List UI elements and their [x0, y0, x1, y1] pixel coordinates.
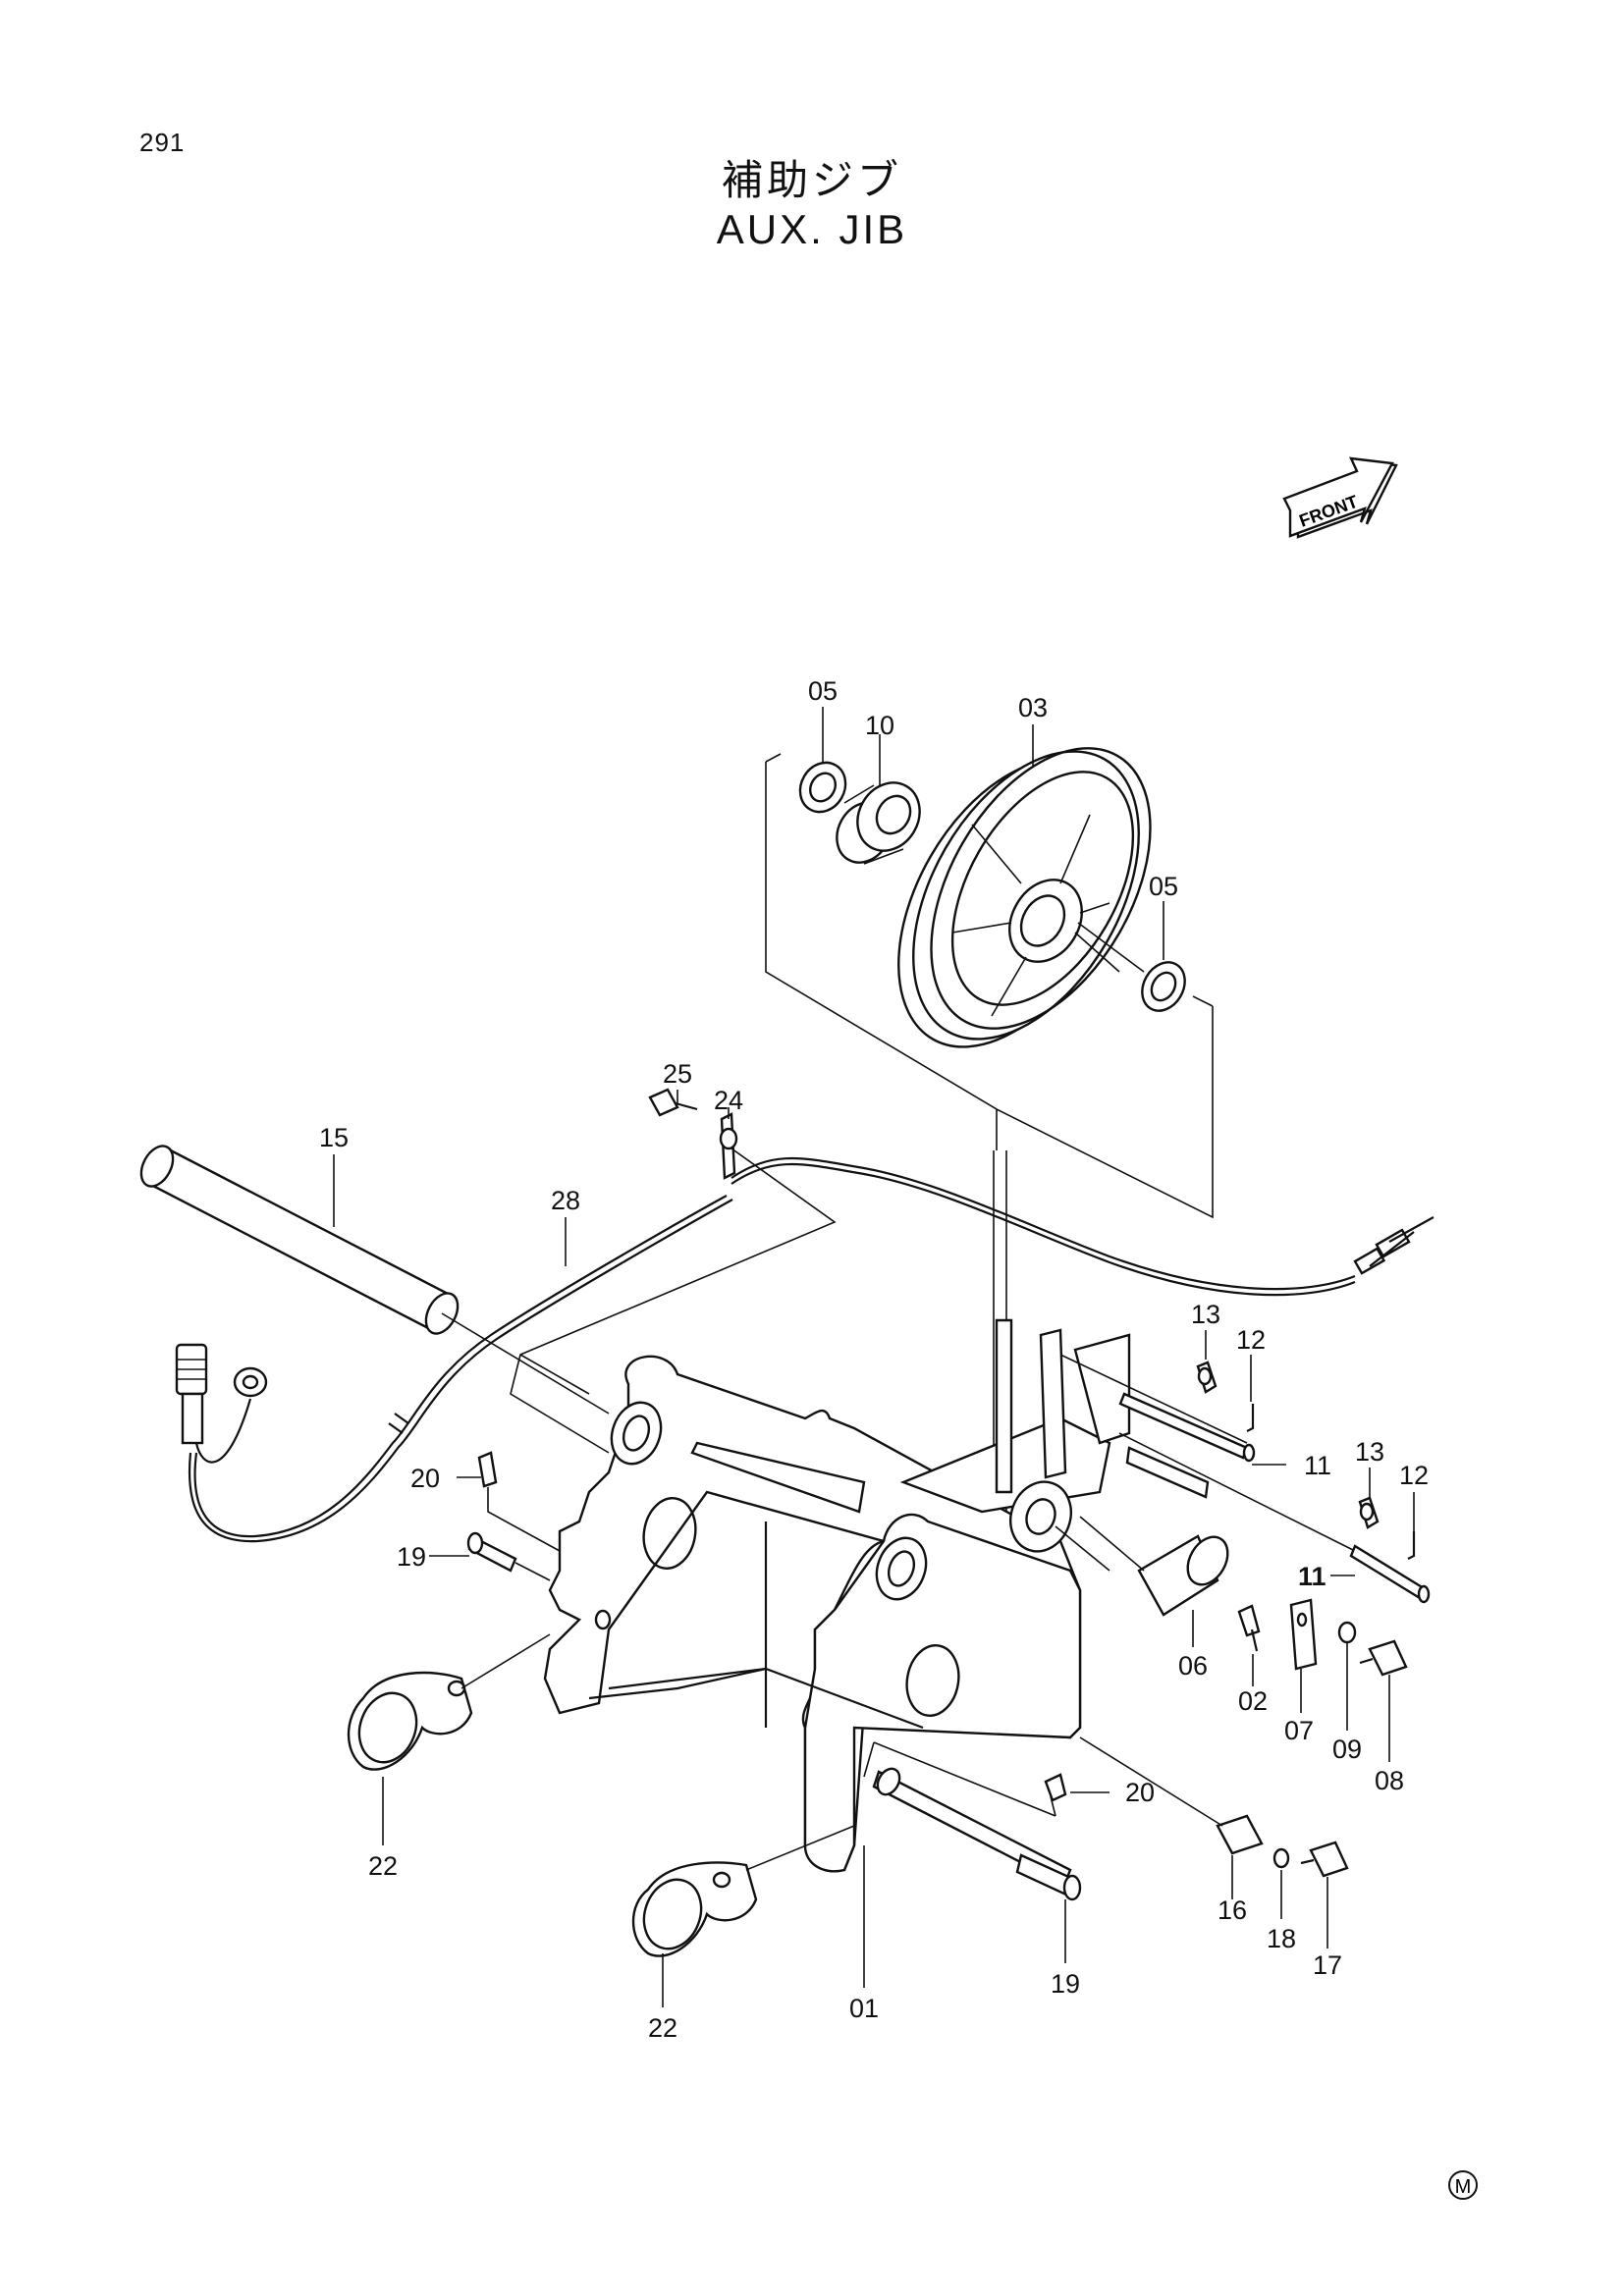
- callout-11: 11: [1304, 1451, 1331, 1480]
- callout-17: 17: [1313, 1950, 1342, 1980]
- callout-10: 10: [865, 711, 894, 740]
- footer-mark-label: M: [1455, 2176, 1472, 2198]
- callout-18: 18: [1267, 1924, 1296, 1953]
- page-number: 291: [139, 128, 186, 157]
- footer-mark: M: [1448, 2170, 1478, 2200]
- page-title-english: AUX. JIB: [716, 206, 908, 252]
- pin-rod: [139, 1145, 610, 1415]
- callout-08: 08: [1375, 1766, 1404, 1795]
- main-bracket: [543, 1318, 1356, 1873]
- bolt-and-clamp: [510, 1088, 837, 1454]
- callout-19: 19: [397, 1542, 426, 1572]
- sensor-and-fasteners: [1079, 1516, 1408, 1677]
- callout-03: 03: [1018, 693, 1048, 722]
- callout-02: 02: [1238, 1686, 1268, 1716]
- callout-19: 19: [1051, 1969, 1080, 1999]
- callout-13: 13: [1355, 1437, 1384, 1467]
- sensor-cable: [175, 1156, 1435, 1543]
- callout-12: 12: [1236, 1325, 1266, 1355]
- sheave-assembly: [765, 747, 1214, 1517]
- callout-12: 12: [1399, 1461, 1429, 1490]
- callout-22: 22: [648, 2013, 677, 2043]
- callout-22: 22: [368, 1851, 398, 1881]
- callout-16: 16: [1218, 1896, 1247, 1925]
- callout-05: 05: [1149, 872, 1178, 901]
- front-arrow-icon: FRONT: [1282, 456, 1398, 539]
- callout-25: 25: [663, 1059, 692, 1089]
- lower-parts: [347, 1451, 1349, 1957]
- callout-11: 11: [1298, 1562, 1326, 1591]
- callout-13: 13: [1191, 1300, 1220, 1329]
- callout-09: 09: [1332, 1735, 1362, 1764]
- callout-07: 07: [1284, 1716, 1314, 1745]
- callout-01: 01: [849, 1994, 879, 2023]
- callout-28: 28: [551, 1186, 580, 1215]
- callout-05: 05: [808, 676, 838, 706]
- pins-and-clips: [1118, 1361, 1431, 1604]
- callout-06: 06: [1178, 1651, 1208, 1681]
- callout-20: 20: [410, 1464, 440, 1493]
- page-title-japanese: 補助ジブ: [721, 156, 902, 204]
- leader-lines: [333, 707, 1415, 2007]
- callout-24: 24: [714, 1086, 743, 1115]
- callout-15: 15: [319, 1123, 349, 1152]
- callout-20: 20: [1125, 1778, 1155, 1807]
